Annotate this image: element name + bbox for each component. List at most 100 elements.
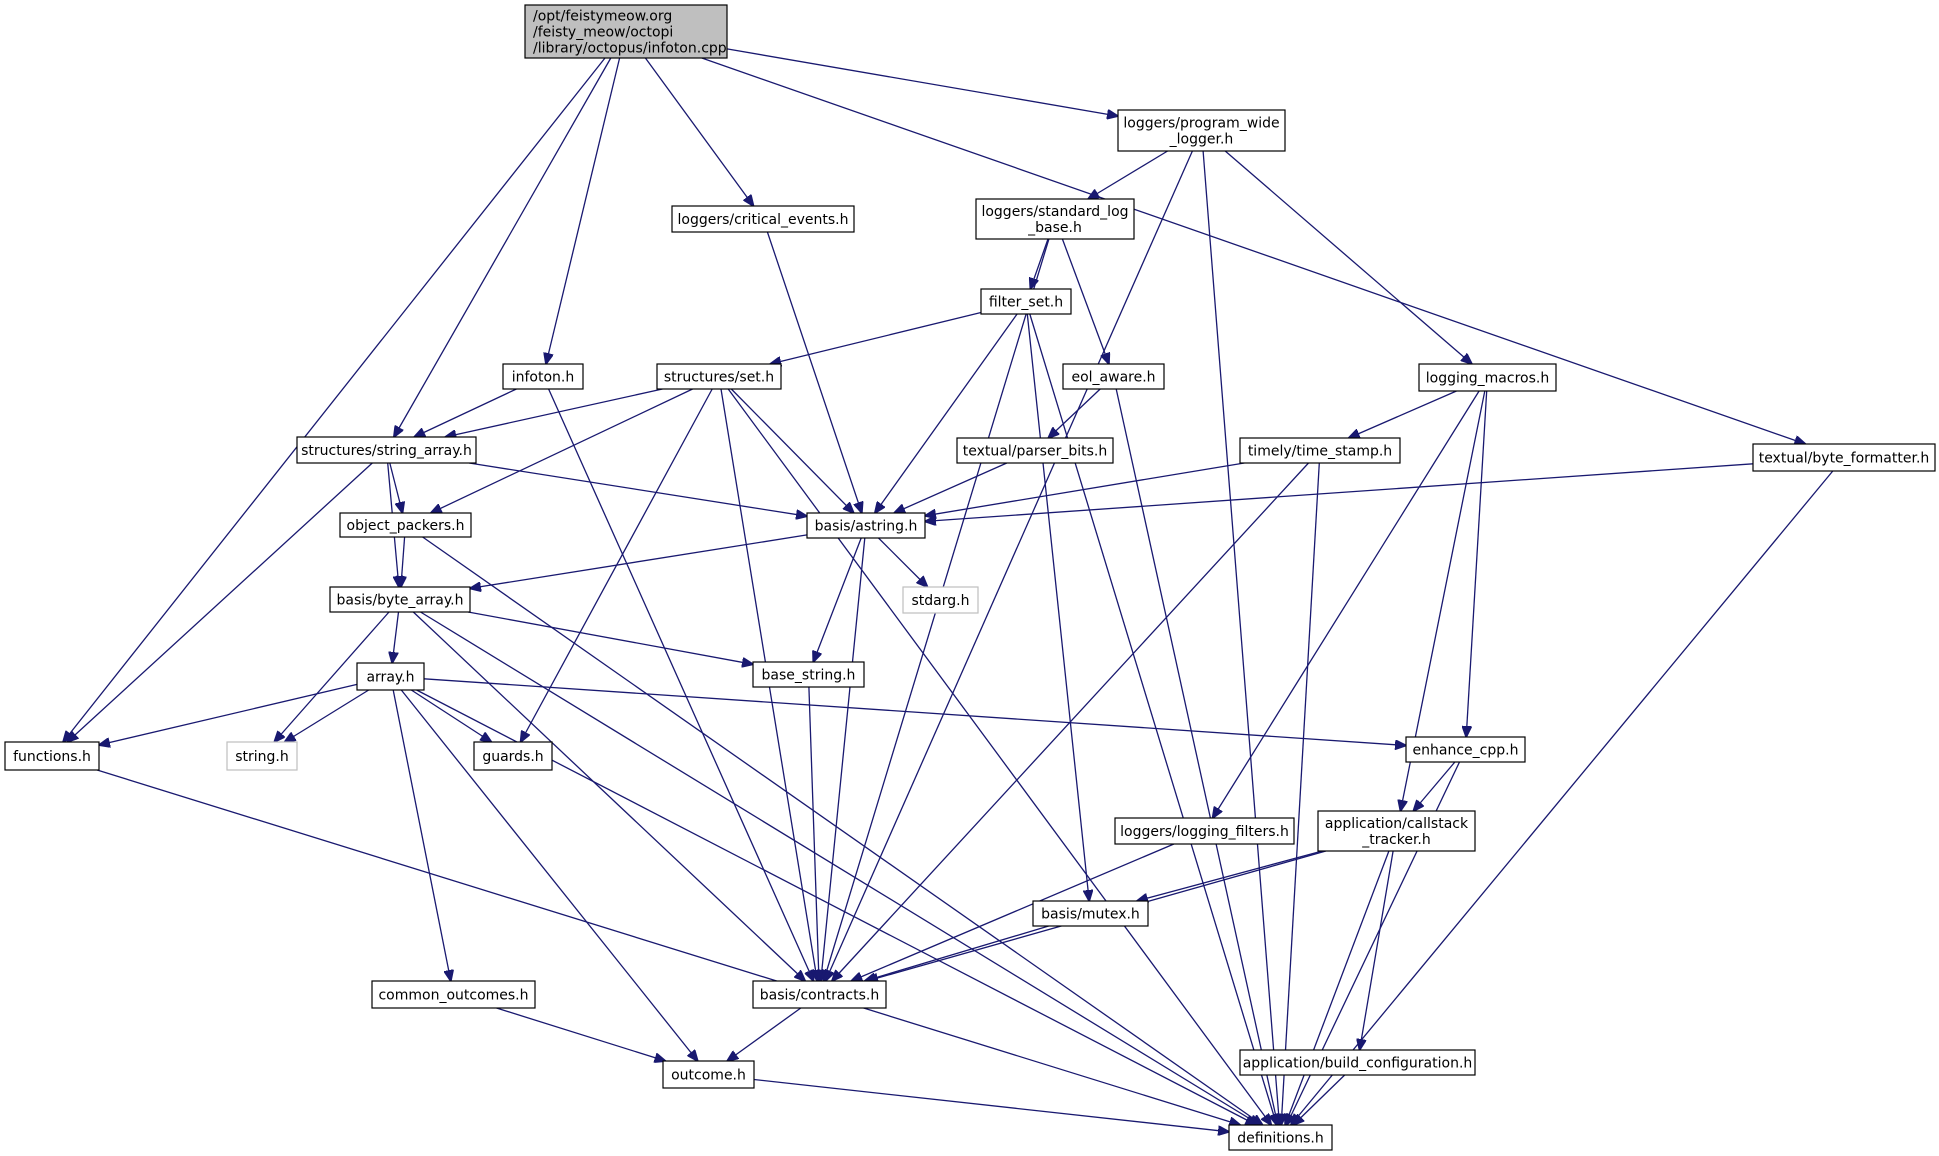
- edge-pwl-to-defs: [1202, 150, 1279, 1125]
- node-box[interactable]: [1114, 817, 1295, 845]
- node-crit[interactable]: loggers/critical_events.h: [671, 205, 855, 233]
- node-label: textual/byte_formatter.h: [1759, 451, 1930, 467]
- node-contracts[interactable]: basis/contracts.h: [752, 980, 887, 1009]
- node-box[interactable]: [980, 288, 1072, 315]
- edge-outcome-to-defs: [753, 1078, 1229, 1132]
- node-basestr[interactable]: base_string.h: [752, 661, 865, 688]
- node-root[interactable]: /opt/feistymeow.org/feisty_meow/octopi/l…: [524, 4, 728, 59]
- edge-set-to-objpack: [431, 388, 693, 513]
- node-box[interactable]: [1062, 363, 1165, 390]
- edges-layer: [63, 48, 1834, 1132]
- edge-filter-to-mutex: [1026, 313, 1089, 901]
- node-box[interactable]: [1228, 1124, 1333, 1151]
- node-box[interactable]: [1239, 437, 1401, 464]
- node-box[interactable]: [356, 662, 425, 691]
- edge-callstack-to-defs: [1285, 850, 1390, 1125]
- node-parser[interactable]: textual/parser_bits.h: [956, 437, 1114, 464]
- node-box[interactable]: [1032, 900, 1149, 927]
- edge-parser-to-astring: [894, 462, 1008, 513]
- node-bytefmt[interactable]: textual/byte_formatter.h: [1752, 443, 1936, 472]
- node-box[interactable]: [1752, 443, 1936, 472]
- node-strarr[interactable]: structures/string_array.h: [296, 436, 477, 464]
- node-label: loggers/program_wide: [1123, 116, 1279, 132]
- node-box[interactable]: [4, 741, 100, 771]
- node-pwl[interactable]: loggers/program_wide_logger.h: [1117, 109, 1286, 152]
- node-mutex[interactable]: basis/mutex.h: [1032, 900, 1149, 927]
- edge-astring-to-basestr: [813, 537, 862, 662]
- node-box[interactable]: [902, 586, 979, 614]
- node-box[interactable]: [1418, 363, 1557, 392]
- node-astring[interactable]: basis/astring.h: [806, 512, 926, 539]
- edge-array-to-common: [392, 689, 451, 981]
- node-array[interactable]: array.h: [356, 662, 425, 691]
- node-box[interactable]: [956, 437, 1114, 464]
- node-box[interactable]: [806, 512, 926, 539]
- node-buildcfg[interactable]: application/build_configuration.h: [1239, 1049, 1476, 1076]
- edge-infoton-to-contracts: [548, 388, 814, 981]
- node-box[interactable]: [1117, 109, 1286, 152]
- node-stringh[interactable]: string.h: [226, 741, 298, 771]
- node-box[interactable]: [502, 363, 584, 390]
- edge-filter-to-defs: [1029, 313, 1277, 1125]
- node-box[interactable]: [226, 741, 298, 771]
- node-box[interactable]: [524, 4, 728, 59]
- node-defs[interactable]: definitions.h: [1228, 1124, 1333, 1151]
- node-logfilt[interactable]: loggers/logging_filters.h: [1114, 817, 1295, 845]
- node-eol[interactable]: eol_aware.h: [1062, 363, 1165, 390]
- node-callstack[interactable]: application/callstack_tracker.h: [1317, 810, 1476, 852]
- node-box[interactable]: [296, 436, 477, 464]
- edge-contracts-to-outcome: [727, 1007, 802, 1061]
- node-functions[interactable]: functions.h: [4, 741, 100, 771]
- node-label: textual/parser_bits.h: [963, 444, 1107, 460]
- node-label: logging_macros.h: [1426, 371, 1549, 387]
- edge-pwl-to-lmacros: [1224, 150, 1472, 364]
- node-bytearr[interactable]: basis/byte_array.h: [329, 586, 471, 613]
- node-lmacros[interactable]: logging_macros.h: [1418, 363, 1557, 392]
- node-label: string.h: [235, 749, 289, 765]
- node-label: structures/set.h: [664, 370, 774, 386]
- node-box[interactable]: [1405, 736, 1526, 763]
- node-guards[interactable]: guards.h: [473, 741, 553, 771]
- edge-array-to-functions: [99, 683, 358, 745]
- node-box[interactable]: [671, 205, 855, 233]
- node-box[interactable]: [329, 586, 471, 613]
- node-box[interactable]: [752, 980, 887, 1009]
- node-label: guards.h: [482, 749, 543, 765]
- node-label: basis/byte_array.h: [337, 593, 464, 609]
- edge-lmacros-to-logfilt: [1213, 390, 1480, 818]
- node-filter[interactable]: filter_set.h: [980, 288, 1072, 315]
- node-common[interactable]: common_outcomes.h: [371, 980, 536, 1009]
- node-label: application/build_configuration.h: [1243, 1056, 1473, 1072]
- edge-lmacros-to-enhance: [1466, 390, 1488, 737]
- edge-pwl-to-slb: [1088, 150, 1168, 199]
- node-outcome[interactable]: outcome.h: [662, 1060, 755, 1089]
- edge-mutex-to-contracts: [865, 925, 1049, 981]
- edge-root-to-bytefmt: [701, 57, 1806, 444]
- node-label: basis/mutex.h: [1041, 907, 1140, 923]
- node-box[interactable]: [1239, 1049, 1476, 1076]
- node-stdarg[interactable]: stdarg.h: [902, 586, 979, 614]
- edge-common-to-outcome: [496, 1007, 666, 1061]
- node-box[interactable]: [752, 661, 865, 688]
- node-set[interactable]: structures/set.h: [656, 363, 782, 390]
- node-infoton[interactable]: infoton.h: [502, 363, 584, 390]
- edge-array-to-stringh: [285, 689, 370, 742]
- node-box[interactable]: [1317, 810, 1476, 852]
- node-box[interactable]: [473, 741, 553, 771]
- edge-bytearr-to-array: [392, 611, 400, 663]
- edge-bytefmt-to-defs: [1291, 470, 1834, 1125]
- node-box[interactable]: [975, 198, 1135, 240]
- node-box[interactable]: [662, 1060, 755, 1089]
- node-enhance[interactable]: enhance_cpp.h: [1405, 736, 1526, 763]
- node-objpack[interactable]: object_packers.h: [339, 512, 472, 538]
- edge-callstack-to-buildcfg: [1360, 850, 1394, 1050]
- node-box[interactable]: [339, 512, 472, 538]
- node-slb[interactable]: loggers/standard_log_base.h: [975, 198, 1135, 240]
- node-box[interactable]: [371, 980, 536, 1009]
- edge-astring-to-contracts: [821, 537, 866, 981]
- edge-filter-to-astring: [875, 313, 1018, 513]
- node-label: basis/contracts.h: [760, 988, 879, 1004]
- node-timestamp[interactable]: timely/time_stamp.h: [1239, 437, 1401, 464]
- node-box[interactable]: [656, 363, 782, 390]
